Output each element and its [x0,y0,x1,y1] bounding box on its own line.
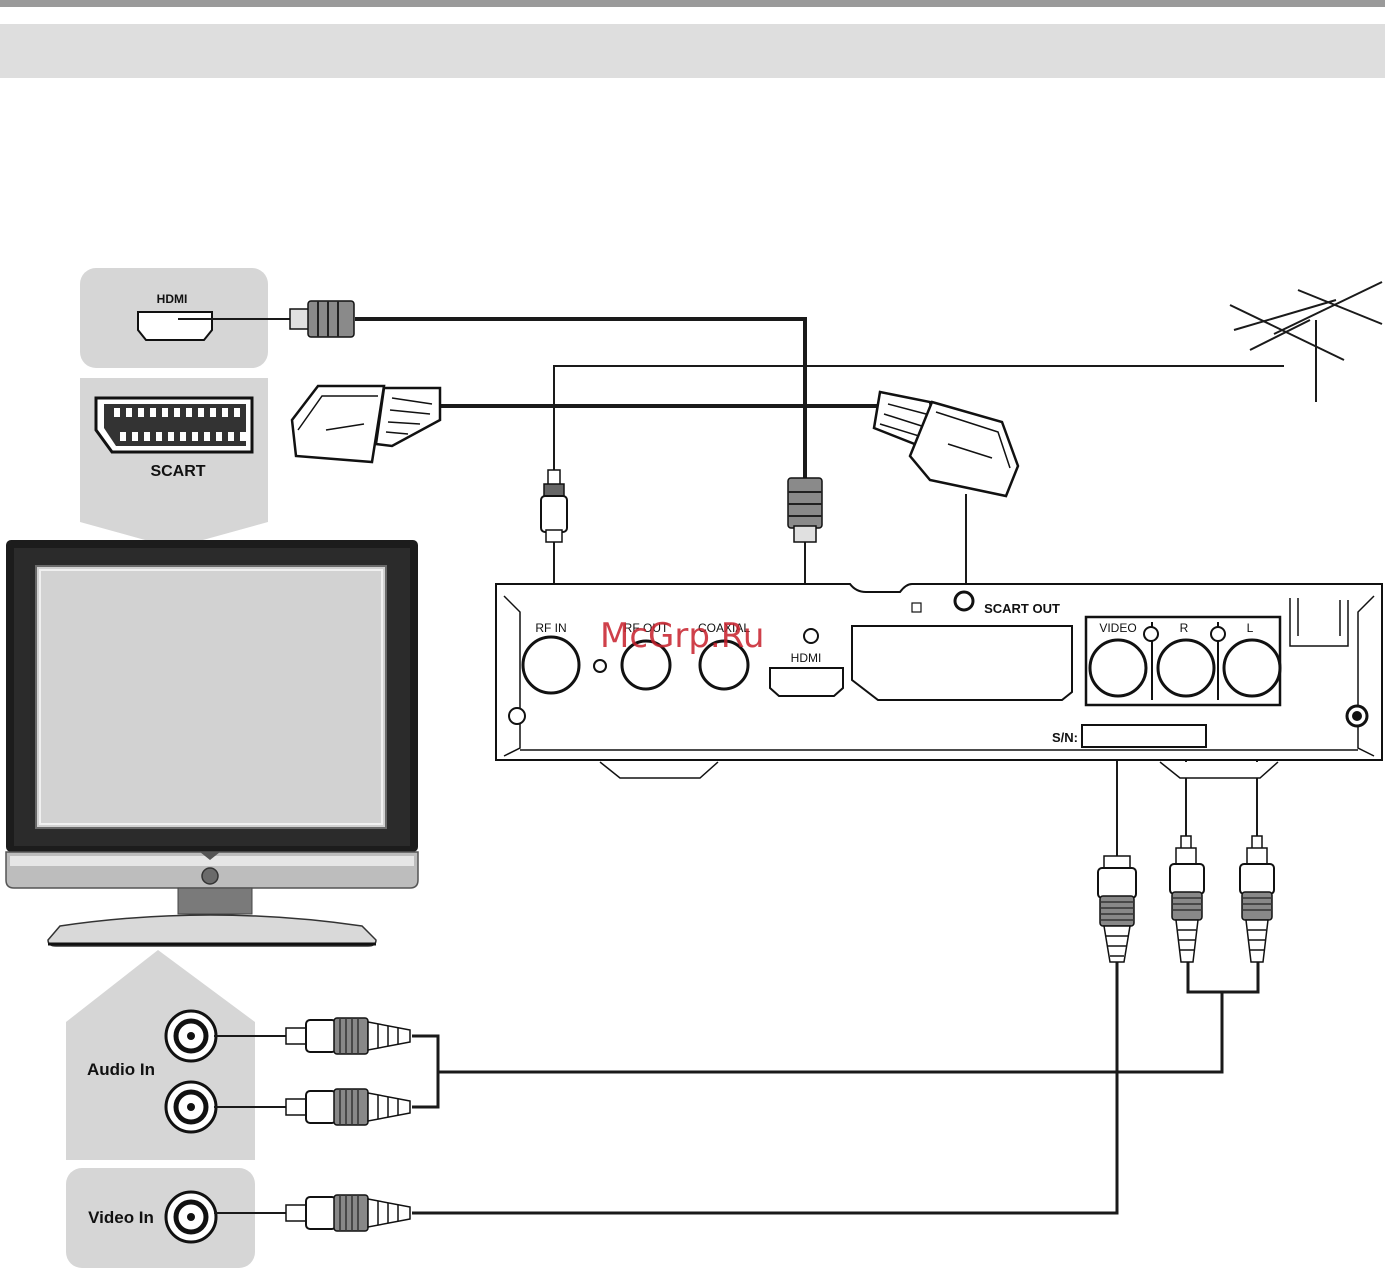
tv-power-button [201,867,219,885]
serial-number-plate: S/N: [1052,724,1207,748]
serial-label: S/N: [1052,730,1078,745]
video-rca-plug-tv [214,1194,411,1232]
rf-in-port: RF IN [521,621,581,695]
audio-cable [438,992,1224,1074]
antenna-plug [540,469,568,543]
hdmi-cable [355,317,807,478]
hdmi-plug-receiver [787,477,823,543]
av-output-block: VIDEO R L [1084,615,1282,707]
tv-set [5,540,419,947]
hdmi-plug-tv [178,300,355,338]
coaxial-label: COAXIAL [698,621,750,635]
video-out-label: VIDEO [1099,621,1136,635]
tv-scart-port: SCART [94,396,254,480]
top-rule [0,0,1385,7]
video-out-jack [1088,638,1148,698]
receiver-hdmi-port: HDMI [769,628,844,697]
audio-port-panel [66,950,255,1160]
scart-out-port: SCART OUT [851,590,1073,701]
audio-l-out-jack [1222,638,1282,698]
header-band [0,24,1385,78]
tv-audio-in-jacks: Audio In [87,1009,218,1134]
rf-led [593,659,607,673]
tv-screen [35,565,387,829]
cables [355,317,1284,1215]
scart-plug-receiver [872,390,1020,498]
tv-hdmi-label: HDMI [157,292,188,306]
tv-audio-in-label: Audio In [87,1060,155,1079]
audio-r-out-jack [1156,638,1216,698]
rf-out-port: RF OUT [620,621,672,691]
antenna [1229,281,1383,402]
scart-out-label: SCART OUT [984,601,1060,616]
tv-video-in-label: Video In [88,1208,154,1227]
coaxial-port: COAXIAL [698,621,750,691]
scart-plug-tv [290,384,442,464]
tv-video-in-jack: Video In [88,1190,218,1244]
audio-l-label: L [1247,621,1254,635]
antenna-cable [553,365,1284,472]
tv-scart-label: SCART [150,463,205,480]
audio-rca-plugs-tv [214,1017,411,1126]
receiver-hdmi-label: HDMI [791,651,822,665]
video-cable [412,962,1119,1215]
watermark: McGrp.Ru [600,616,764,656]
rca-plugs-receiver [1097,835,1275,963]
video-port-panel [66,1168,255,1268]
rf-in-label: RF IN [535,621,566,635]
rf-out-label: RF OUT [624,621,669,635]
audio-r-label: R [1180,621,1189,635]
